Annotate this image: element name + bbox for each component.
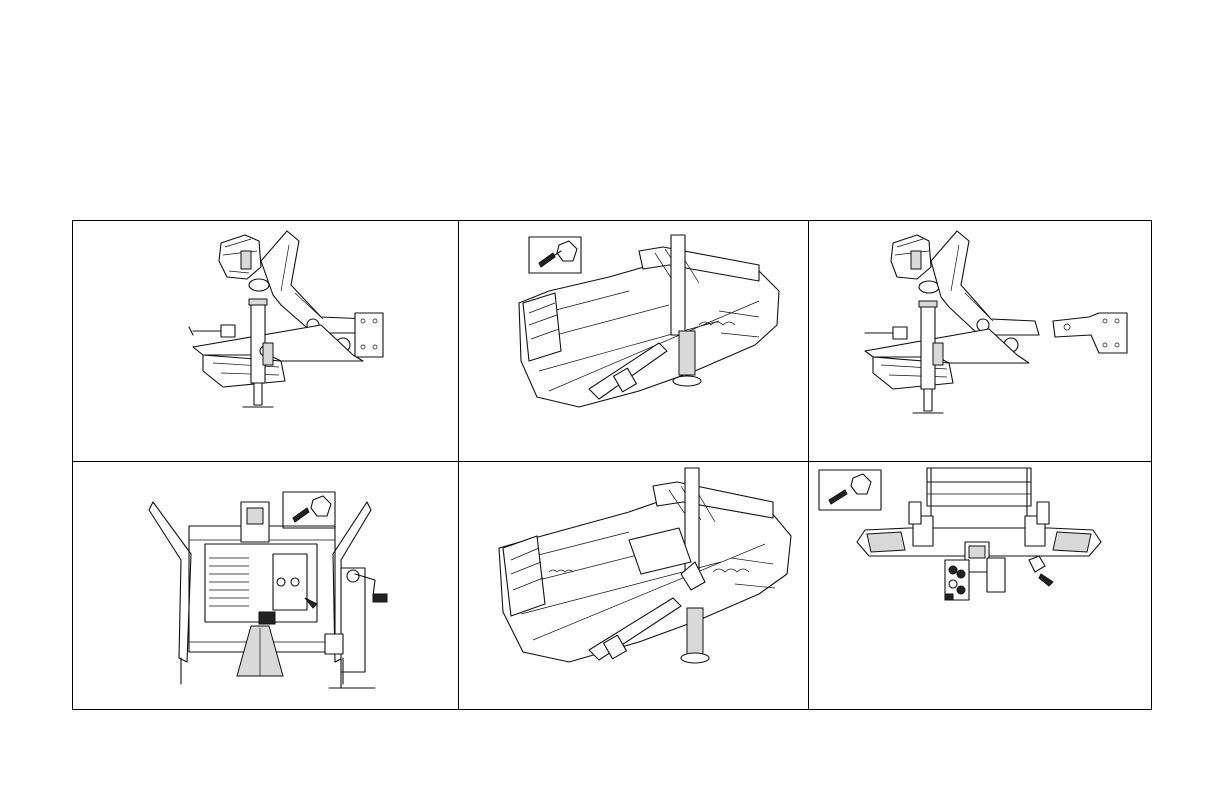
figure-cell-4 [73, 462, 458, 709]
figure-cell-3 [809, 221, 1151, 461]
bumper-illustration [809, 462, 1151, 709]
jack-stand-bracket-illustration [809, 221, 1151, 461]
illustration-grid [72, 220, 1152, 710]
figure-cell-5 [459, 462, 808, 709]
frame-jack-illustration-2 [459, 462, 808, 709]
engine-splitter-illustration [73, 462, 458, 709]
frame-jack-illustration [459, 221, 808, 461]
figure-cell-6 [809, 462, 1151, 709]
connector-inset-box [819, 470, 881, 510]
figure-cell-1 [73, 221, 458, 461]
jack-stand-illustration [73, 221, 458, 461]
figure-cell-2 [459, 221, 808, 461]
